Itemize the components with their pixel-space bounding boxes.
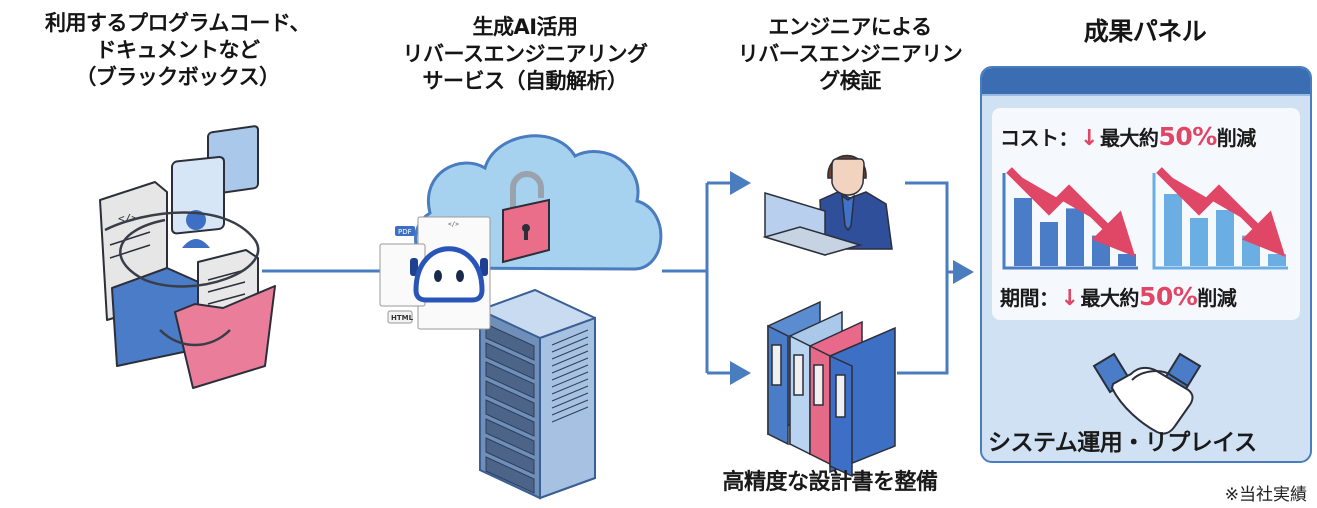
title-line: （ブラックボックス） xyxy=(75,65,280,89)
title-line: サービス（自動解析） xyxy=(422,69,629,93)
chart-bar xyxy=(1164,194,1182,266)
down-arrow-icon: ↓ xyxy=(1080,126,1098,151)
metric-value: 50% xyxy=(1158,122,1217,151)
decline-arrow-icon xyxy=(1156,167,1286,257)
server-slot xyxy=(485,418,535,456)
code-label: </> xyxy=(448,221,459,228)
server-rack-icon xyxy=(479,288,596,500)
title-line: リバースエンジニアリング xyxy=(402,42,648,66)
metric-label: コスト： xyxy=(1000,126,1079,150)
design-docs-caption: 高精度な設計書を整備 xyxy=(722,470,938,495)
title-line: エンジニアによる xyxy=(768,15,932,39)
server-slot xyxy=(485,342,535,380)
cost-bar-chart xyxy=(1002,167,1138,270)
server-slot xyxy=(485,361,535,399)
period-bar-chart xyxy=(1152,167,1288,270)
ai-service-title: 生成AI活用 リバースエンジニアリング サービス（自動解析） xyxy=(370,14,680,95)
chart-bar xyxy=(1190,218,1208,266)
server-slot xyxy=(485,456,535,494)
metric-value: 50% xyxy=(1138,282,1198,311)
metric-prefix: 最大約 xyxy=(1080,286,1139,310)
server-slot xyxy=(485,399,535,437)
metric-prefix: 最大約 xyxy=(1099,126,1159,150)
metric-label: 期間： xyxy=(1000,286,1059,310)
metrics-card: コスト：↓最大約50%削減 期間：↓最大約50%削減 xyxy=(992,108,1300,320)
chart-bar xyxy=(1216,210,1234,266)
metric-suffix: 削減 xyxy=(1197,286,1237,310)
input-title: 利用するプログラムコード、 ドキュメントなど （ブラックボックス） xyxy=(10,10,345,91)
binders-icon xyxy=(767,300,896,478)
server-slot xyxy=(485,380,535,418)
title-line: リバースエンジニアリン xyxy=(737,42,963,66)
handshake-icon xyxy=(1092,352,1202,435)
html-label: HTML xyxy=(391,314,414,322)
title-line: 生成AI活用 xyxy=(472,15,578,39)
down-arrow-icon: ↓ xyxy=(1060,286,1079,311)
title-line: ドキュメントなど xyxy=(95,38,261,62)
server-slot xyxy=(485,323,535,361)
connector-lines xyxy=(262,171,974,385)
chart-bar xyxy=(1040,222,1058,266)
title-line: グ検証 xyxy=(819,69,881,93)
decline-arrow-icon xyxy=(1006,167,1136,257)
ai-robot-icon xyxy=(410,246,488,303)
title-line: 利用するプログラムコード、 xyxy=(44,11,311,35)
period-metric: 期間：↓最大約50%削減 xyxy=(1000,282,1237,311)
pdf-label: PDF xyxy=(398,228,412,236)
chart-bar xyxy=(1268,254,1286,266)
chart-bar xyxy=(1118,254,1136,266)
engineer-title: エンジニアによる リバースエンジニアリン グ検証 xyxy=(700,14,1000,95)
chart-bar xyxy=(1066,208,1084,266)
cost-metric: コスト：↓最大約50%削減 xyxy=(1000,122,1256,151)
chart-axis xyxy=(1002,173,1138,270)
server-slot xyxy=(485,437,535,475)
title-line: 成果パネル xyxy=(1083,17,1207,46)
decline-charts xyxy=(1002,167,1288,270)
unlocked-padlock-icon xyxy=(502,171,550,264)
results-title: 成果パネル xyxy=(1030,18,1260,45)
results-panel: コスト：↓最大約50%削減 期間：↓最大約50%削減 システム運用・リプレイス xyxy=(980,66,1312,463)
chart-axis xyxy=(1152,173,1288,270)
metric-suffix: 削減 xyxy=(1216,126,1257,150)
folders-documents-tangled-icon: </> xyxy=(99,125,276,389)
panel-header-bar xyxy=(982,68,1310,96)
footnote: ※当社実績 xyxy=(1224,485,1307,505)
engineer-laptop-icon xyxy=(762,154,893,257)
branch-right xyxy=(897,181,949,375)
chart-bar xyxy=(1014,198,1032,266)
system-operation-label: システム運用・リプレイス xyxy=(988,430,1257,456)
